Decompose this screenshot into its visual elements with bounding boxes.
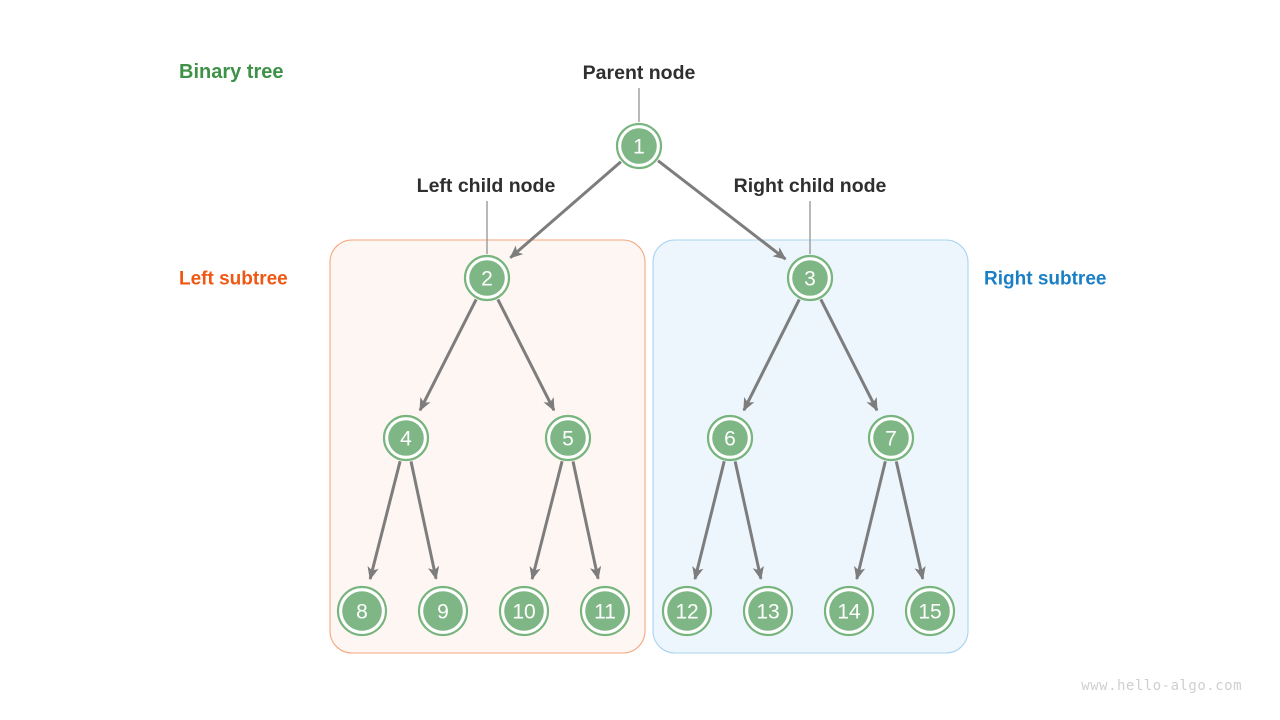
tree-edge-2-5 — [496, 298, 556, 412]
node-value: 3 — [804, 268, 816, 291]
tree-edges — [367, 159, 926, 581]
tree-edge-4-8 — [367, 460, 402, 581]
node-disc — [792, 260, 828, 296]
right-subtree-label: Right subtree — [984, 269, 1106, 290]
tree-node-13[interactable]: 13 — [742, 585, 794, 637]
node-disc — [342, 591, 382, 631]
node-value: 15 — [918, 601, 941, 624]
tree-edge-3-7 — [819, 298, 879, 412]
node-value: 14 — [837, 601, 861, 624]
node-disc — [667, 591, 707, 631]
node-value: 4 — [400, 428, 412, 451]
tree-node-10[interactable]: 10 — [498, 585, 550, 637]
tree-node-11[interactable]: 11 — [579, 585, 631, 637]
node-value: 12 — [675, 601, 698, 624]
node-disc — [910, 591, 950, 631]
tree-edge-7-15 — [894, 461, 926, 580]
node-disc — [829, 591, 869, 631]
right-child-node-label: Right child node — [734, 175, 887, 197]
tree-edge-6-13 — [733, 461, 764, 580]
node-disc — [504, 591, 544, 631]
tree-edge-6-12 — [692, 460, 726, 581]
tree-node-2[interactable]: 2 — [463, 254, 511, 302]
tree-edge-1-3 — [657, 159, 787, 261]
watermark: www.hello-algo.com — [1081, 678, 1242, 694]
tree-node-4[interactable]: 4 — [382, 414, 430, 462]
tree-node-5[interactable]: 5 — [544, 414, 592, 462]
node-disc — [748, 591, 788, 631]
node-value: 9 — [437, 601, 449, 624]
tree-edge-5-11 — [571, 461, 602, 580]
node-value: 10 — [512, 601, 535, 624]
node-disc — [621, 128, 657, 164]
tree-edge-5-10 — [529, 460, 564, 581]
node-value: 2 — [481, 268, 493, 291]
tree-edge-2-4 — [418, 298, 478, 412]
tree-node-14[interactable]: 14 — [823, 585, 875, 637]
left-subtree-label: Left subtree — [179, 269, 288, 290]
node-value: 8 — [356, 601, 368, 624]
tree-node-1[interactable]: 1 — [615, 122, 663, 170]
node-value: 7 — [885, 428, 897, 451]
tree-node-12[interactable]: 12 — [661, 585, 713, 637]
node-disc — [469, 260, 505, 296]
node-value: 13 — [756, 601, 779, 624]
node-disc — [585, 591, 625, 631]
node-disc — [388, 420, 424, 456]
subtree-panels — [329, 239, 969, 654]
tree-edge-4-9 — [409, 461, 440, 580]
node-disc — [550, 420, 586, 456]
tree-node-9[interactable]: 9 — [417, 585, 469, 637]
node-value: 6 — [724, 428, 736, 451]
left-child-node-label: Left child node — [417, 175, 556, 197]
node-value: 11 — [594, 601, 616, 624]
tree-node-8[interactable]: 8 — [336, 585, 388, 637]
node-disc — [873, 420, 909, 456]
tree-node-3[interactable]: 3 — [786, 254, 834, 302]
node-value: 1 — [633, 136, 645, 159]
node-disc — [712, 420, 748, 456]
tree-edge-7-14 — [854, 460, 887, 581]
tree-edge-1-2 — [509, 160, 622, 259]
tree-node-6[interactable]: 6 — [706, 414, 754, 462]
node-disc — [423, 591, 463, 631]
parent-node-label: Parent node — [583, 62, 696, 84]
node-value: 5 — [562, 428, 574, 451]
callout-leader-lines — [486, 88, 811, 254]
diagram-labels: Binary tree Left subtree Right subtree w… — [179, 61, 1242, 694]
tree-edge-3-6 — [742, 298, 801, 412]
diagram-title: Binary tree — [179, 61, 284, 83]
tree-node-7[interactable]: 7 — [867, 414, 915, 462]
tree-node-15[interactable]: 15 — [904, 585, 956, 637]
